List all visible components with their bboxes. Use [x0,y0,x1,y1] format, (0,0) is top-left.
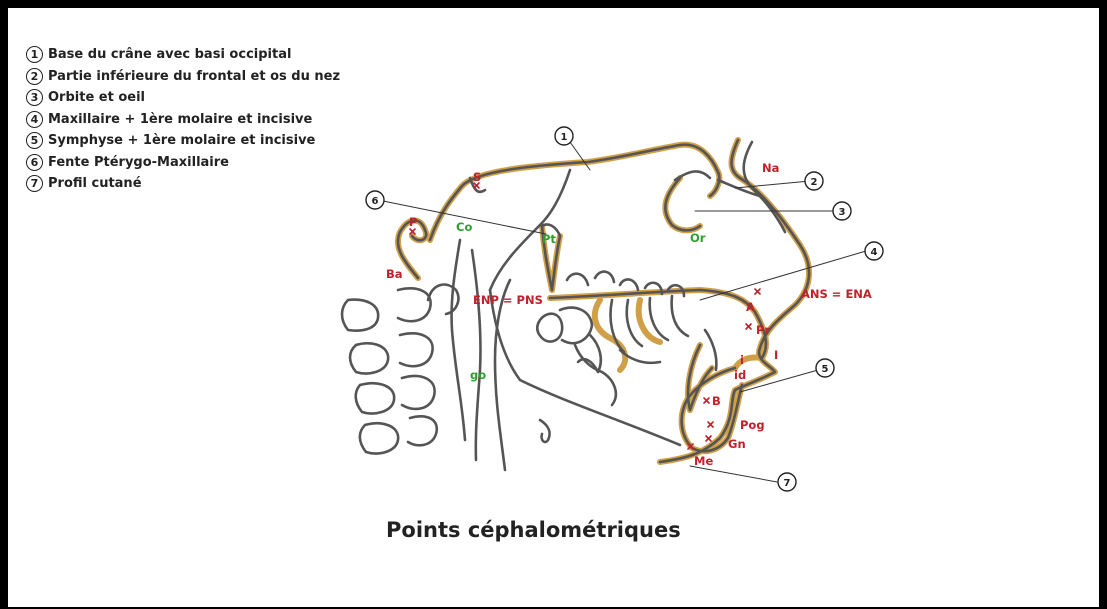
label-id: id [734,368,746,382]
label-a: A [746,300,755,314]
label-s: S [473,170,481,184]
label-co: Co [456,220,472,234]
legend-item-5: 5 Symphyse + 1ère molaire et incisive [26,130,340,152]
legend-number-2: 2 [26,68,43,85]
label-i-lower: i [740,353,744,367]
legend-number-1: 1 [26,46,43,63]
label-i-upper: I [774,348,778,362]
callout-4-text: 4 [871,247,878,258]
callout-3-text: 3 [839,207,846,218]
legend-number-4: 4 [26,111,43,128]
legend-number-3: 3 [26,89,43,106]
label-pr: Pr [756,323,770,337]
point-labels: S P Ba Co Pt Or Na ENP = PNS ANS = ENA A… [386,161,872,468]
legend-item-2: 2 Partie inférieure du frontal et os du … [26,66,340,88]
callout-5-text: 5 [822,364,829,375]
label-ba: Ba [386,267,403,281]
legend-text-7: Profil cutané [48,176,142,191]
label-pt: Pt [542,232,556,246]
callout-1-text: 1 [561,132,568,143]
label-p: P [409,215,417,229]
label-gn: Gn [728,437,746,451]
legend-item-7: 7 Profil cutané [26,173,340,195]
legend-number-6: 6 [26,154,43,171]
label-pog: Pog [740,418,765,432]
legend-item-4: 4 Maxillaire + 1ère molaire et incisive [26,109,340,131]
legend-text-5: Symphyse + 1ère molaire et incisive [48,133,315,148]
label-b: B [712,394,721,408]
legend-text-4: Maxillaire + 1ère molaire et incisive [48,112,312,127]
callout-6-text: 6 [372,196,379,207]
callout-7-text: 7 [784,478,791,489]
callout-markers: 1 2 3 4 5 6 7 [366,127,883,491]
callout-2-text: 2 [811,177,818,188]
label-enp: ENP = PNS [473,293,543,307]
legend: 1 Base du crâne avec basi occipital 2 Pa… [26,44,340,195]
legend-text-6: Fente Ptérygo-Maxillaire [48,155,229,170]
legend-item-3: 3 Orbite et oeil [26,87,340,109]
legend-number-5: 5 [26,132,43,149]
legend-item-1: 1 Base du crâne avec basi occipital [26,44,340,66]
legend-text-1: Base du crâne avec basi occipital [48,47,291,62]
figure-title: Points céphalométriques [386,518,681,542]
legend-text-3: Orbite et oeil [48,90,145,105]
label-go: go [470,368,486,382]
label-ans: ANS = ENA [801,287,872,301]
label-me: Me [694,454,713,468]
legend-text-2: Partie inférieure du frontal et os du ne… [48,69,340,84]
label-or: Or [690,231,706,245]
skull-outline [342,140,809,470]
legend-number-7: 7 [26,175,43,192]
label-na: Na [762,161,779,175]
legend-item-6: 6 Fente Ptérygo-Maxillaire [26,152,340,174]
